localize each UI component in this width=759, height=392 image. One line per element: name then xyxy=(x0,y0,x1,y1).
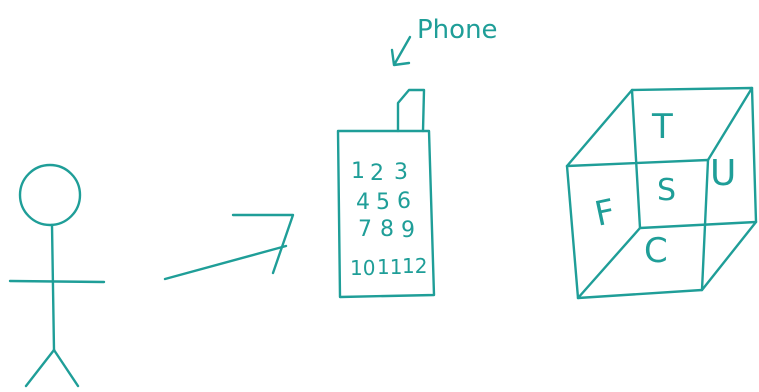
key-4: 4 xyxy=(356,190,370,215)
phone-label-group: Phone xyxy=(390,15,498,67)
phone: 1 2 3 4 5 6 7 8 9 10 11 12 xyxy=(336,88,436,299)
cube-back-face xyxy=(630,86,758,230)
key-7: 7 xyxy=(358,217,372,242)
phone-antenna xyxy=(396,88,426,133)
cube-face-center: S xyxy=(657,173,676,208)
stick-figure-right-leg xyxy=(52,348,80,388)
cube-face-right: U xyxy=(710,153,736,194)
phone-label: Phone xyxy=(417,15,498,45)
key-8: 8 xyxy=(380,217,394,242)
cube-edges xyxy=(565,86,758,300)
phone-body xyxy=(336,129,436,299)
stick-figure-body xyxy=(50,223,56,352)
key-5: 5 xyxy=(376,190,390,215)
phone-pointer-arrow xyxy=(390,35,412,67)
key-9: 9 xyxy=(401,218,415,243)
key-2: 2 xyxy=(370,161,384,186)
key-3: 3 xyxy=(394,160,408,185)
key-11: 11 xyxy=(377,255,402,279)
stick-figure-left-leg xyxy=(24,348,56,388)
cube-face-top: T xyxy=(651,107,673,147)
key-6: 6 xyxy=(397,189,411,214)
stick-figure-arms xyxy=(8,279,106,284)
arrow-shaft xyxy=(163,244,288,281)
cube-face-front-left: F xyxy=(591,192,618,235)
arrow-head xyxy=(231,213,295,275)
cube: T F S U C xyxy=(565,86,758,300)
cube-face-bottom: C xyxy=(644,231,668,271)
key-12: 12 xyxy=(402,254,427,278)
stick-figure xyxy=(8,163,106,388)
phone-keypad: 1 2 3 4 5 6 7 8 9 10 11 12 xyxy=(350,159,427,280)
key-10: 10 xyxy=(350,256,375,280)
key-1: 1 xyxy=(351,159,365,184)
stick-figure-head xyxy=(18,163,82,227)
arrow-to-phone xyxy=(163,213,295,281)
